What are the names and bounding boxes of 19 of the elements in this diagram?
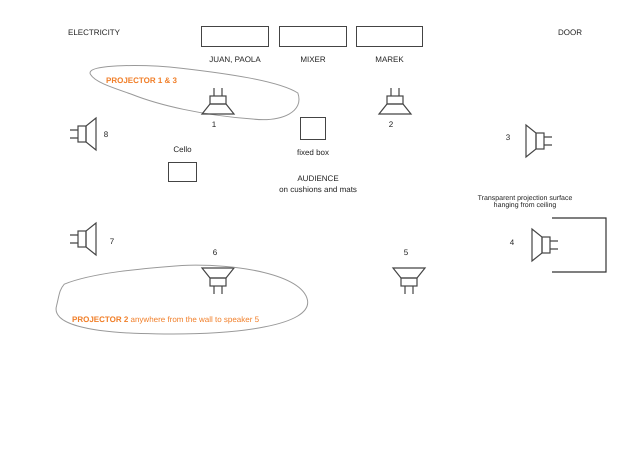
area-label: DOOR	[558, 28, 582, 37]
box-label: MAREK	[375, 55, 404, 64]
box-label: Cello	[173, 145, 192, 154]
box-label: MIXER	[300, 55, 326, 64]
box-label: fixed box	[296, 148, 330, 157]
area-label: ELECTRICITY	[68, 28, 120, 37]
audience-note: on cushions and mats	[279, 185, 357, 194]
projector-note: PROJECTOR 1 & 3	[106, 76, 177, 85]
speaker-number: 2	[388, 120, 394, 129]
speaker-number: 7	[110, 237, 114, 246]
audience-note: AUDIENCE	[297, 174, 339, 183]
speaker-number: 1	[212, 120, 216, 129]
speaker-number: 3	[506, 133, 510, 142]
speaker-number: 4	[510, 238, 514, 247]
speaker-number: 6	[212, 248, 218, 257]
speaker-number: 8	[104, 130, 108, 139]
box-label: JUAN, PAOLA	[209, 55, 261, 64]
speaker-number: 5	[404, 248, 408, 257]
projector-note: PROJECTOR 2 anywhere from the wall to speaker 5	[72, 315, 260, 324]
